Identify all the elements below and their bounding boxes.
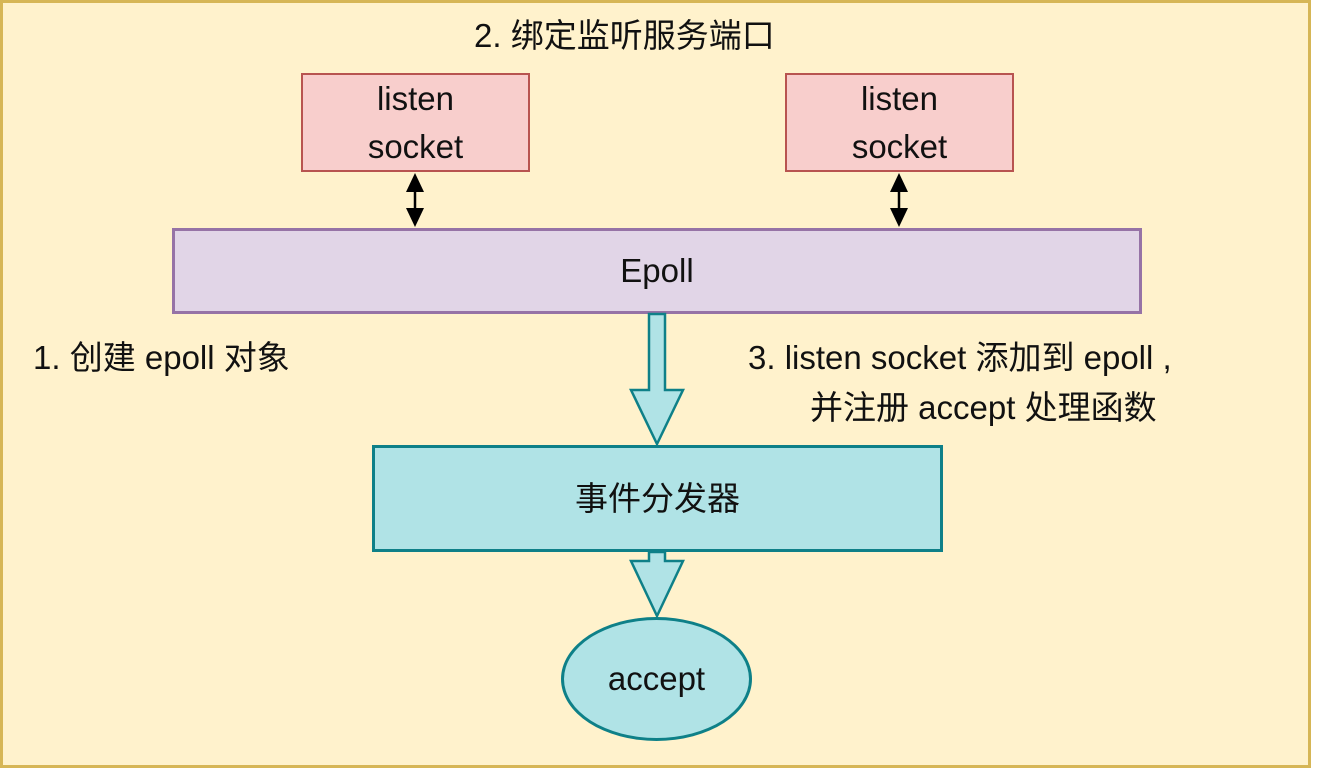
step3-label-line1: 3. listen socket 添加到 epoll , <box>748 339 1172 376</box>
listen-socket-box-left: listen socket <box>301 73 530 172</box>
socket-line1: listen <box>376 79 455 117</box>
step2-label: 2. 绑定监听服务端口 <box>474 17 775 54</box>
socket-line2: socket <box>851 127 948 165</box>
accept-ellipse: accept <box>561 617 752 741</box>
socket-line2: socket <box>367 127 464 165</box>
listen-socket-box-right: listen socket <box>785 73 1014 172</box>
step1-label: 1. 创建 epoll 对象 <box>33 339 290 376</box>
epoll-label: Epoll <box>620 252 694 289</box>
event-dispatcher-box: 事件分发器 <box>372 445 943 552</box>
socket-line1: listen <box>860 79 939 117</box>
step3-label-line2: 并注册 accept 处理函数 <box>810 389 1157 426</box>
epoll-box: Epoll <box>172 228 1142 314</box>
dispatcher-label: 事件分发器 <box>575 479 740 517</box>
accept-label: accept <box>607 660 706 697</box>
